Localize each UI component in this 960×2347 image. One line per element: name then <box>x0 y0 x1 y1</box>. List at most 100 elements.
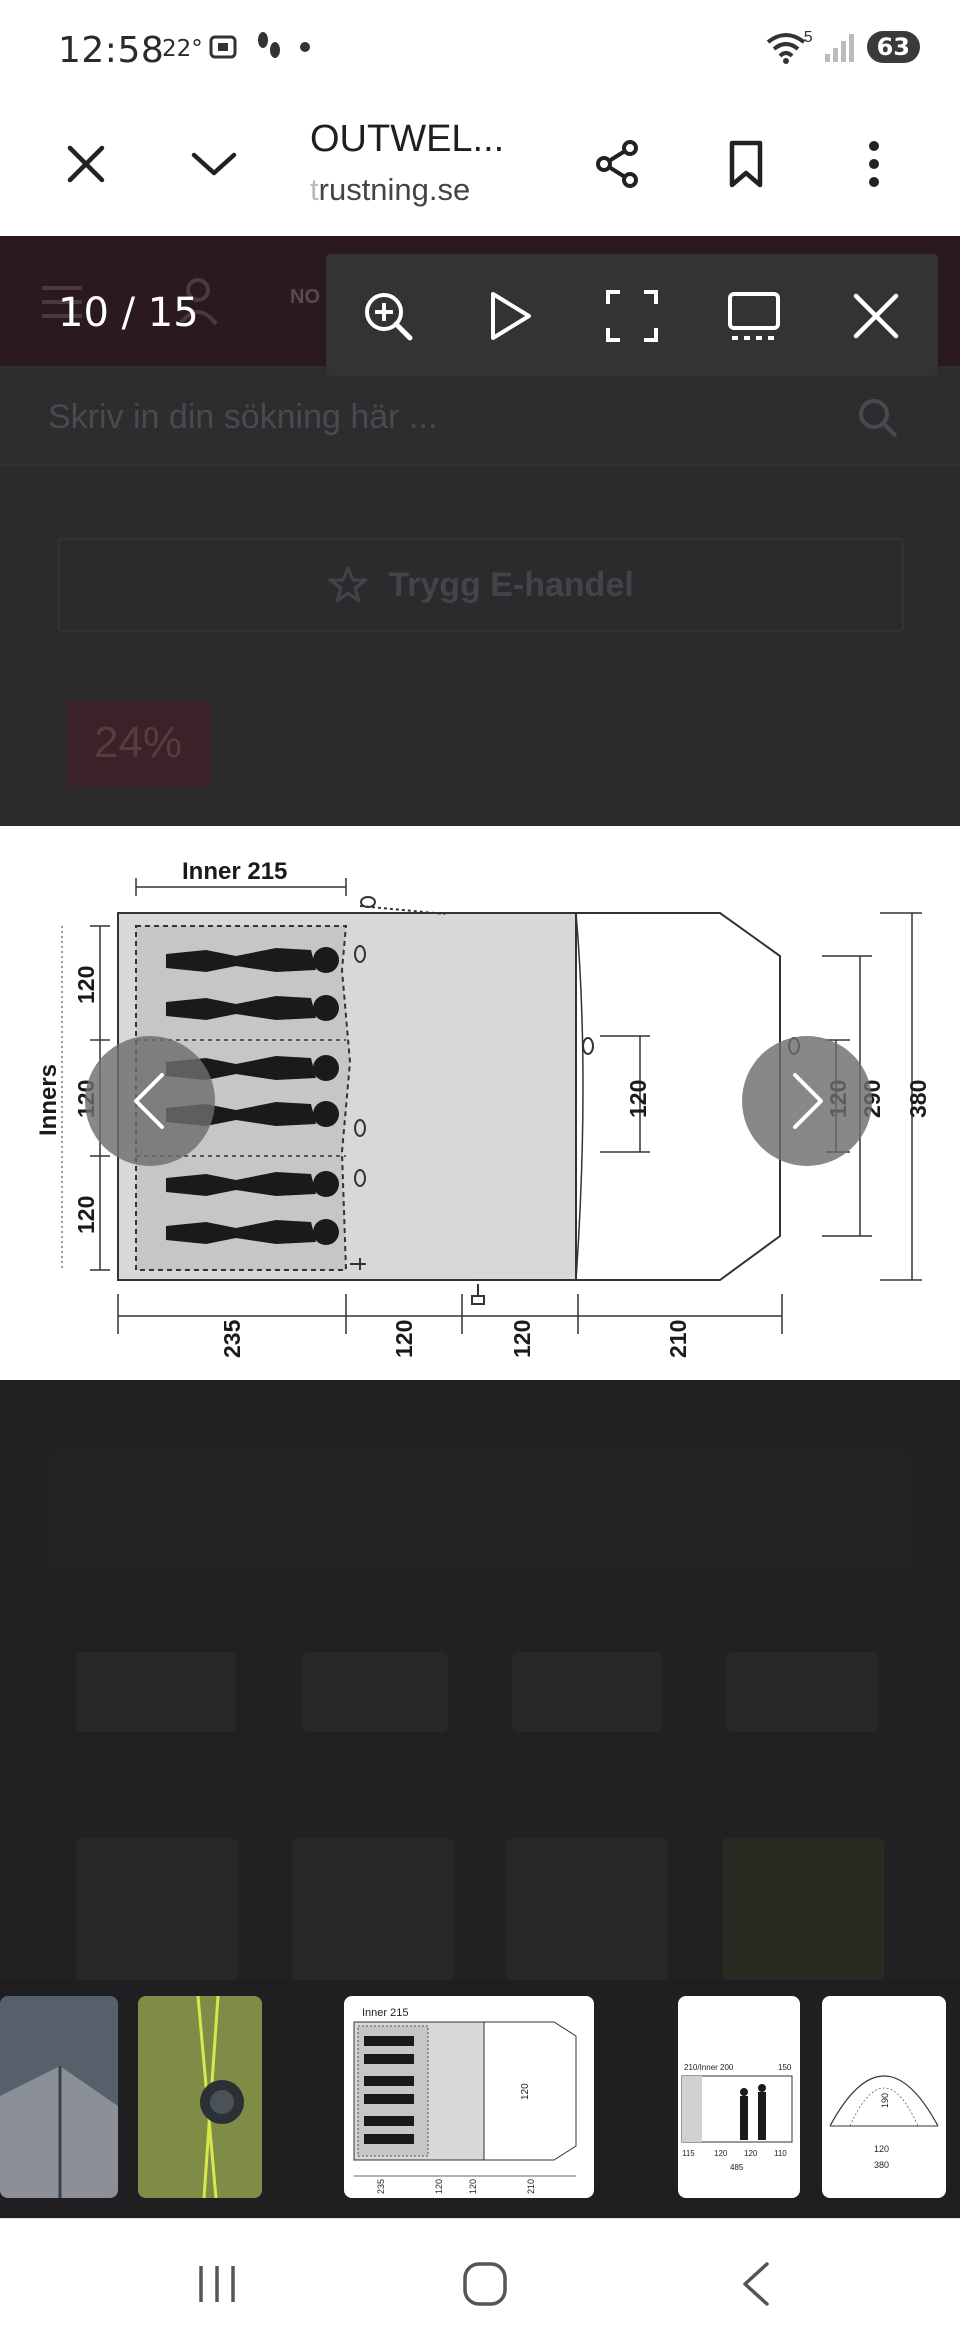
main-image[interactable]: Inner 215 Inners 120 120 120 120 120 290… <box>0 826 960 1380</box>
share-button[interactable] <box>578 124 658 204</box>
trust-label: Trygg E-handel <box>388 565 634 604</box>
fullscreen-icon <box>606 290 658 342</box>
floorplan-thumb: Inner 215 120 235 120 120 210 <box>353 2007 577 2194</box>
right-dim-380: 380 <box>905 1080 931 1118</box>
battery-indicator: 63 <box>866 31 920 63</box>
ghost-card <box>50 1450 910 1570</box>
bottom-dim-2: 120 <box>391 1320 417 1358</box>
home-button[interactable] <box>450 2249 520 2319</box>
dot-icon <box>300 42 310 52</box>
bookmark-icon <box>729 140 763 188</box>
share-icon <box>596 140 638 188</box>
thumb4-total: 485 <box>730 2163 744 2172</box>
close-viewer-button[interactable] <box>836 276 916 356</box>
bottom-dim-3: 120 <box>509 1320 535 1358</box>
thumb4-top: 210/Inner 200 <box>684 2063 734 2072</box>
thumb4-dim-2: 120 <box>714 2149 728 2158</box>
recent-apps-icon <box>199 2266 235 2302</box>
bottom-dim-4: 210 <box>665 1320 691 1358</box>
left-dim-3: 120 <box>73 1196 99 1234</box>
wifi-icon <box>766 33 805 64</box>
thumb3-inner: Inner 215 <box>362 2007 408 2019</box>
site-search: Skriv in din sökning här ... <box>0 366 960 466</box>
thumb5-w2: 380 <box>874 2160 889 2170</box>
clock: 12:58 <box>58 30 165 71</box>
thumbnails-icon <box>728 292 780 340</box>
back-icon <box>743 2262 769 2306</box>
thumb3-dim-4: 210 <box>526 2179 536 2194</box>
thumb3-mid: 120 <box>520 2083 531 2100</box>
temperature: 22° <box>162 36 203 62</box>
url-domain: rustning.se <box>318 172 471 207</box>
url-prefix: t <box>310 172 319 207</box>
search-icon <box>859 399 898 438</box>
ghost-photo-2 <box>292 1838 454 1980</box>
ghost-tent-3 <box>512 1652 662 1732</box>
footsteps-icon <box>258 32 280 58</box>
tent-peg-photo <box>138 1996 262 2198</box>
thumb4-dim-1: 115 <box>682 2149 695 2158</box>
bottom-dim-1: 235 <box>219 1319 245 1358</box>
user-icon <box>178 278 218 326</box>
next-image-button[interactable] <box>742 1036 872 1166</box>
chevron-left-icon <box>134 1073 164 1129</box>
thumbnail-side-view[interactable]: 210/Inner 200 150 115 120 120 110 485 <box>678 1996 800 2198</box>
website-background-lower <box>0 1380 960 1980</box>
tent-interior-photo <box>0 1996 118 2198</box>
thumbnail-front-view[interactable]: 190 120 380 <box>822 1996 946 2198</box>
close-tab-button[interactable] <box>46 124 126 204</box>
slideshow-button[interactable] <box>470 276 550 356</box>
ghost-photo-1 <box>76 1838 238 1980</box>
page-url: trustning.se <box>310 172 470 208</box>
image-counter: 10 / 15 <box>58 290 199 336</box>
thumb3-dim-1: 235 <box>376 2179 386 2194</box>
browser-toolbar: OUTWEL... trustning.se <box>0 100 960 236</box>
trust-banner: Trygg E-handel <box>58 538 904 632</box>
thumb4-dim-4: 110 <box>774 2149 787 2158</box>
inners-label: Inners <box>35 1064 62 1136</box>
ghost-photo-4 <box>722 1838 884 1980</box>
side-view-thumb: 210/Inner 200 150 115 120 120 110 485 <box>681 2063 793 2172</box>
thumbnail-tent-interior[interactable] <box>0 1996 118 2198</box>
ghost-tent-1 <box>76 1652 236 1732</box>
system-navigation-bar <box>0 2218 960 2347</box>
status-bar: 12:58 22° 5 63 <box>0 0 960 100</box>
thumb5-w1: 120 <box>874 2144 889 2154</box>
ghost-tent-2 <box>302 1652 448 1732</box>
menu-icon <box>42 286 82 318</box>
bookmark-button[interactable] <box>706 124 786 204</box>
thumbnail-strip: Inner 215 120 235 120 120 210 210/Inner … <box>0 1980 960 2218</box>
thumbnails-toggle-button[interactable] <box>714 276 794 356</box>
minimize-button[interactable] <box>174 124 254 204</box>
recent-apps-button[interactable] <box>182 2249 252 2319</box>
previous-image-button[interactable] <box>85 1036 215 1166</box>
play-icon <box>491 292 531 340</box>
more-options-button[interactable] <box>834 124 914 204</box>
screenshot-icon <box>209 35 237 59</box>
zoom-button[interactable] <box>348 276 428 356</box>
thumb3-dim-2: 120 <box>434 2179 444 2194</box>
viewer-toolbar <box>326 254 938 376</box>
fullscreen-button[interactable] <box>592 276 672 356</box>
thumb3-dim-3: 120 <box>468 2179 478 2194</box>
chevron-right-icon <box>793 1073 823 1129</box>
thumbnail-tent-peg[interactable] <box>138 1996 262 2198</box>
ghost-photo-3 <box>506 1838 668 1980</box>
thumbnail-floorplan-current[interactable]: Inner 215 120 235 120 120 210 <box>344 1996 594 2198</box>
close-icon <box>853 293 899 339</box>
chevron-down-icon <box>191 152 237 176</box>
home-icon <box>463 2262 507 2306</box>
page-title: OUTWEL... <box>310 118 505 160</box>
porch-dim: 120 <box>625 1080 651 1118</box>
site-search-placeholder: Skriv in din sökning här ... <box>48 398 438 436</box>
discount-badge: 24% <box>66 700 210 786</box>
thumb4-right: 150 <box>778 2063 792 2072</box>
zoom-in-icon <box>365 293 413 341</box>
site-nav-text: NO <box>290 286 320 308</box>
back-button[interactable] <box>720 2249 790 2319</box>
front-view-thumb: 190 120 380 <box>829 2075 939 2170</box>
signal-icon <box>824 34 854 62</box>
close-icon <box>67 145 105 183</box>
more-vert-icon <box>869 141 879 187</box>
left-dim-1: 120 <box>73 966 99 1004</box>
